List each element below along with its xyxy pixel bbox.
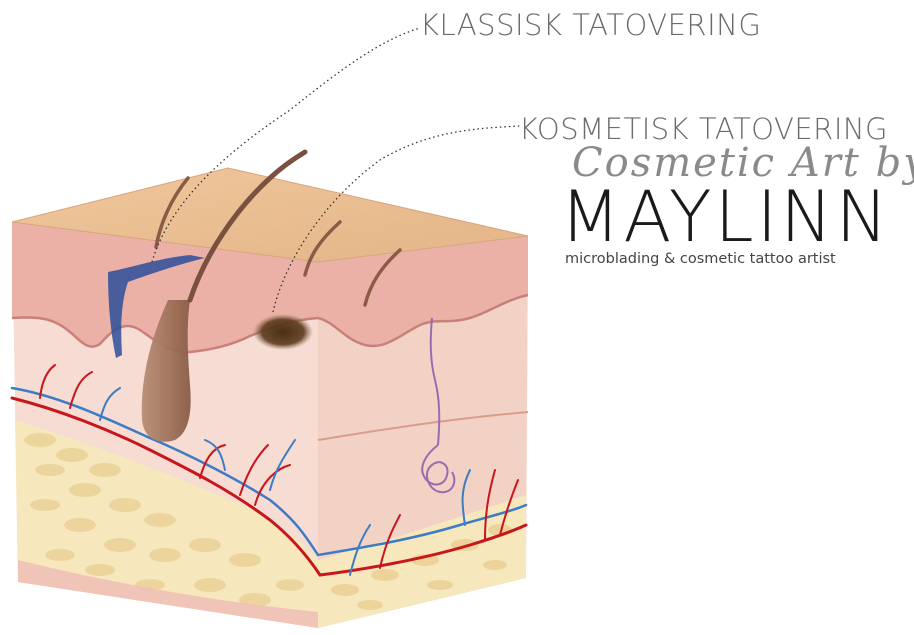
side-face (318, 236, 528, 628)
brand-tagline: microblading & cosmetic tattoo artist (565, 251, 836, 267)
brand-name: MAYLINN (560, 182, 891, 252)
cosmetic-tattoo-ink (253, 314, 313, 350)
label-classic-tattoo: KLASSISK TATOVERING (420, 8, 761, 42)
